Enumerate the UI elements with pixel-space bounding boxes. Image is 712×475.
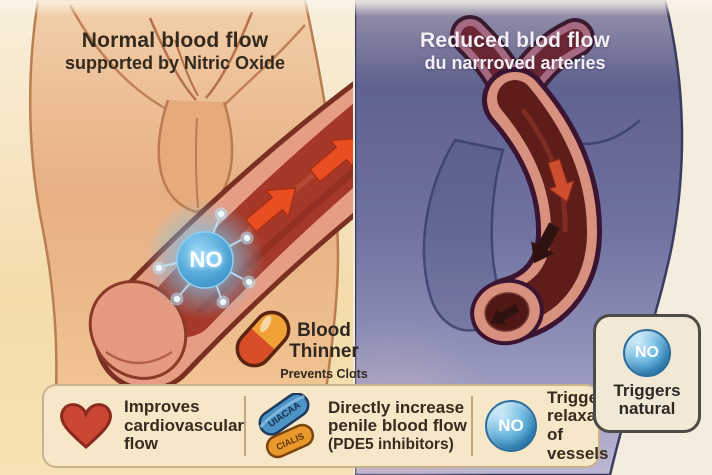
blood-thinner-label: Blood Thinner Prevents Clots xyxy=(278,320,370,381)
flaccid-silhouette-outline xyxy=(422,118,641,332)
left-panel-title: Normal blood flow supported by Nitric Ox… xyxy=(30,28,320,75)
no-badge-icon: NO xyxy=(485,400,538,452)
heart-icon xyxy=(60,403,112,450)
legend-pde5-line1: Directly increase xyxy=(328,397,465,417)
no-molecule-icon xyxy=(145,200,265,320)
blood-thinner-caption: Prevents Clots xyxy=(280,366,368,381)
blood-thinner-line2: Thinner xyxy=(289,341,359,363)
legend-no-line3: of vessels xyxy=(547,425,609,463)
legend-divider-1 xyxy=(244,396,247,456)
triggers-natural-box: NO Triggers natural xyxy=(593,314,701,433)
legend-pde5-line3: (PDE5 inhibitors) xyxy=(328,436,454,454)
blood-thinner-line1: Blood xyxy=(297,320,351,341)
flow-arrow-icons xyxy=(244,137,353,234)
no-box-line2: natural xyxy=(618,399,676,418)
legend-item-cardio: Improves cardiovascular flow xyxy=(44,386,244,466)
legend-pde5-text: Directly increase penile blood flow (PDE… xyxy=(328,397,467,454)
no-box-badge-icon: NO xyxy=(623,328,671,377)
blood-thinner-pill-icon xyxy=(235,310,291,368)
no-box-badge-label: NO xyxy=(635,343,659,361)
no-box-text: Triggers natural xyxy=(613,380,681,419)
legend-pde5-line2: penile blood flow xyxy=(328,416,467,436)
right-panel-title: Reduced blod flow du narrroved arteries xyxy=(390,28,640,75)
left-panel-illustration xyxy=(0,0,353,475)
no-badge-label: NO xyxy=(498,416,524,435)
reduced-flow-arrow-icons xyxy=(490,158,575,325)
legend-cardio-line3: flow xyxy=(124,434,158,454)
pde5-pills-icon: UIACAA CIALIS xyxy=(258,393,315,459)
right-title-line1: Reduced blod flow xyxy=(419,29,611,52)
legend-cardio-line2: cardiovascular xyxy=(124,415,245,435)
no-molecule-label: NO xyxy=(189,247,223,272)
no-box-line1: Triggers xyxy=(613,380,681,400)
left-title-line2: supported by Nitric Oxide xyxy=(64,53,286,74)
legend-cardio-line1: Improves xyxy=(124,396,200,416)
narrowed-vessel xyxy=(450,15,603,346)
left-title-line1: Normal blood flow xyxy=(81,29,269,52)
legend-cardio-text: Improves cardiovascular flow xyxy=(124,396,245,454)
right-title-line2: du narrroved arteries xyxy=(424,53,606,74)
legend-bar: Improves cardiovascular flow UIACAA CIAL… xyxy=(42,384,627,468)
legend-item-pde5: UIACAA CIALIS Directly increase penile b… xyxy=(246,386,471,466)
no-particle-dots xyxy=(152,207,256,309)
legend-divider-2 xyxy=(471,396,474,456)
